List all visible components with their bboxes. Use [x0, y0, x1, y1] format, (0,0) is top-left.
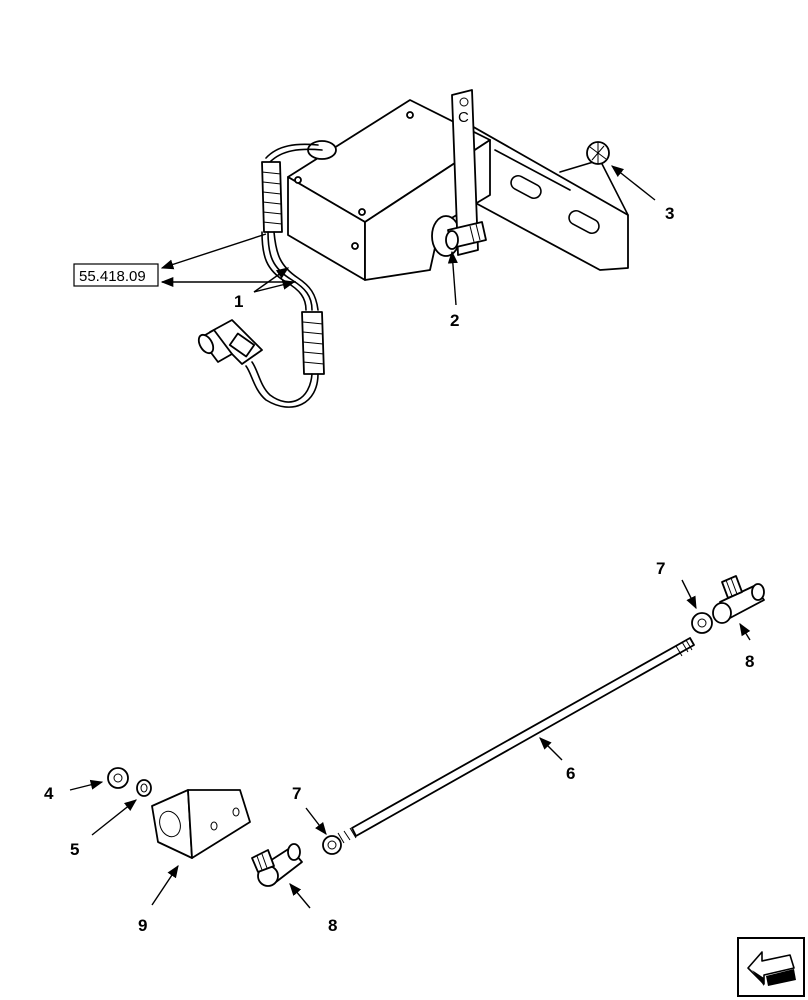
callout-4: 4 [44, 784, 54, 803]
lever-letter: C [458, 109, 469, 126]
harness-connector [197, 319, 263, 365]
jam-nut-upper [691, 612, 713, 634]
lock-washer [136, 779, 152, 797]
callout-6: 6 [566, 764, 575, 783]
callout-7-lower: 7 [292, 784, 301, 803]
reference-box[interactable]: 55.418.09 [73, 263, 159, 287]
leader-2 [447, 250, 458, 306]
leader-5 [91, 799, 137, 836]
leader-8-lower [289, 883, 311, 909]
linkage-assembly [107, 575, 765, 887]
leader-1b [253, 279, 296, 293]
jam-nut-lower [322, 835, 342, 855]
next-page-arrow-icon[interactable] [737, 937, 805, 997]
leader-7-upper [681, 579, 697, 610]
callout-8-lower: 8 [328, 916, 337, 935]
angle-bracket [151, 789, 251, 859]
ball-joint-lower [251, 843, 303, 887]
leader-6 [539, 737, 563, 761]
leader-1a [253, 267, 290, 293]
callout-1: 1 [234, 292, 243, 311]
ball-joint-upper [712, 575, 765, 624]
callout-5: 5 [70, 840, 79, 859]
harness-sleeve-upper [261, 161, 283, 233]
lower-leaders [69, 579, 751, 909]
hex-nut [107, 767, 129, 789]
leader-9 [151, 864, 179, 906]
leader-8-upper [739, 622, 751, 641]
leader-4 [69, 779, 104, 791]
reference-box-label: 55.418.09 [79, 268, 146, 285]
callout-8-upper: 8 [745, 652, 754, 671]
leader-7-lower [305, 807, 327, 835]
callout-3: 3 [665, 204, 674, 223]
callout-7-upper: 7 [656, 559, 665, 578]
sensor-assembly: C [197, 89, 629, 408]
upper-leaders [160, 165, 656, 306]
harness-sleeve-lower [301, 311, 325, 375]
callout-2: 2 [450, 311, 459, 330]
leader-3 [611, 165, 656, 201]
callout-9: 9 [138, 916, 147, 935]
